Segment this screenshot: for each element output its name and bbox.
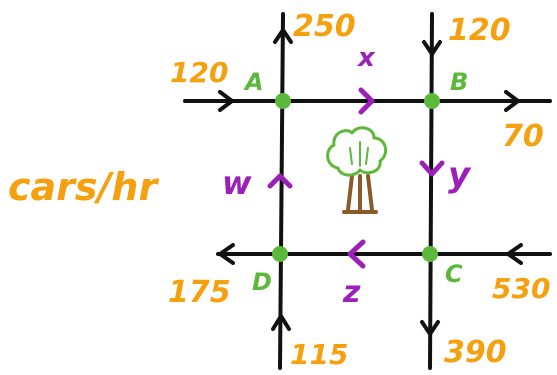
flow-a-in-west: 120: [170, 56, 228, 89]
node-d: [272, 246, 288, 262]
flow-c-out-south: 390: [444, 335, 507, 370]
flow-d-out-west: 175: [168, 275, 231, 310]
road-right: [428, 12, 434, 370]
label-w: w: [222, 164, 252, 202]
label-x: x: [356, 43, 376, 73]
flow-b-out-east: 70: [502, 119, 544, 154]
label-a: A: [243, 68, 264, 96]
flow-c-in-east: 530: [492, 272, 550, 305]
node-c: [422, 246, 438, 262]
arrow-d-out-west: [218, 243, 235, 265]
node-a: [275, 93, 291, 109]
arrow-c-out-south: [420, 320, 440, 336]
arrow-z-west: [347, 239, 366, 269]
arrow-y-south: [419, 160, 445, 177]
flow-d-in-south: 115: [290, 338, 348, 371]
label-z: z: [342, 275, 361, 310]
label-b: B: [450, 68, 468, 96]
arrow-c-in-east: [506, 243, 523, 265]
arrow-x-east: [358, 87, 375, 115]
arrow-b-out-east: [504, 90, 520, 112]
arrow-w-north: [267, 173, 293, 189]
arrow-d-in-south: [271, 314, 291, 331]
label-c: C: [445, 260, 463, 288]
arrow-a-in-west: [218, 90, 234, 112]
arrow-a-out-north: [273, 28, 293, 44]
tree-icon: [326, 126, 388, 214]
node-b: [424, 93, 440, 109]
road-left: [278, 12, 285, 370]
label-d: D: [252, 268, 272, 296]
flow-a-out-north: 250: [293, 9, 356, 44]
flow-b-in-north: 120: [448, 13, 511, 48]
label-y: y: [448, 155, 472, 195]
arrow-b-in-north: [422, 40, 442, 56]
units-label: cars/hr: [8, 165, 159, 209]
